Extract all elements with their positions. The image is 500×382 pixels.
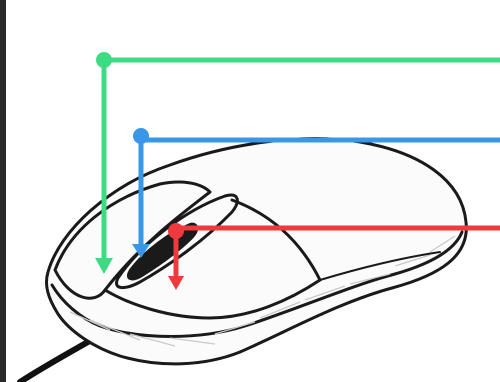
mouse-body bbox=[44, 137, 468, 366]
frame-left-edge bbox=[0, 0, 6, 382]
left-button-indicator bbox=[95, 52, 500, 274]
left-button-indicator-arrow bbox=[95, 258, 113, 274]
scroll-wheel-indicator-arrow bbox=[132, 244, 150, 258]
left-button-indicator-dot bbox=[96, 52, 112, 68]
base-shading bbox=[69, 235, 456, 347]
right-button-indicator bbox=[168, 223, 500, 290]
right-button-indicator-dot bbox=[168, 223, 184, 239]
scroll-wheel-indicator bbox=[132, 128, 500, 258]
mouse-cable bbox=[17, 335, 98, 382]
scroll-wheel-indicator-dot bbox=[133, 128, 149, 144]
right-button-indicator-arrow bbox=[168, 276, 184, 290]
